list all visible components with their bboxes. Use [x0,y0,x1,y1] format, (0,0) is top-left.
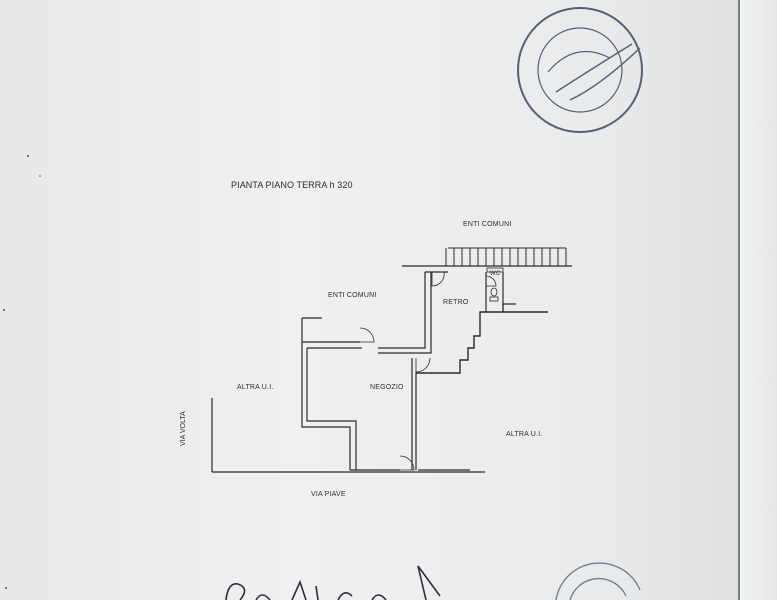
scan-specks [3,155,41,589]
plan-walls [211,265,572,473]
toilet-icon [489,287,499,302]
label-negozio: NEGOZIO [370,384,404,391]
stamp-seal [517,7,643,133]
label-enti-comuni: ENTI COMUNI [328,292,377,299]
signature [225,565,441,600]
label-via-volta: VIA VOLTA [180,411,187,446]
label-altra-ui-right: ALTRA U.I. [506,431,543,438]
label-wc: WC [490,271,501,277]
label-enti-comuni-top: ENTI COMUNI [463,221,512,228]
document-page [0,0,740,600]
label-via-piave: VIA PIAVE [311,491,346,498]
label-retro: RETRO [443,299,469,306]
page-title: PIANTA PIANO TERRA h 320 [231,180,353,190]
door-swing-icons [359,271,497,471]
label-altra-ui-left: ALTRA U.I. [237,384,274,391]
page-edge [738,0,740,600]
stamp-seal-partial [555,562,641,600]
staircase-icon [445,247,567,267]
background-page [740,0,777,600]
